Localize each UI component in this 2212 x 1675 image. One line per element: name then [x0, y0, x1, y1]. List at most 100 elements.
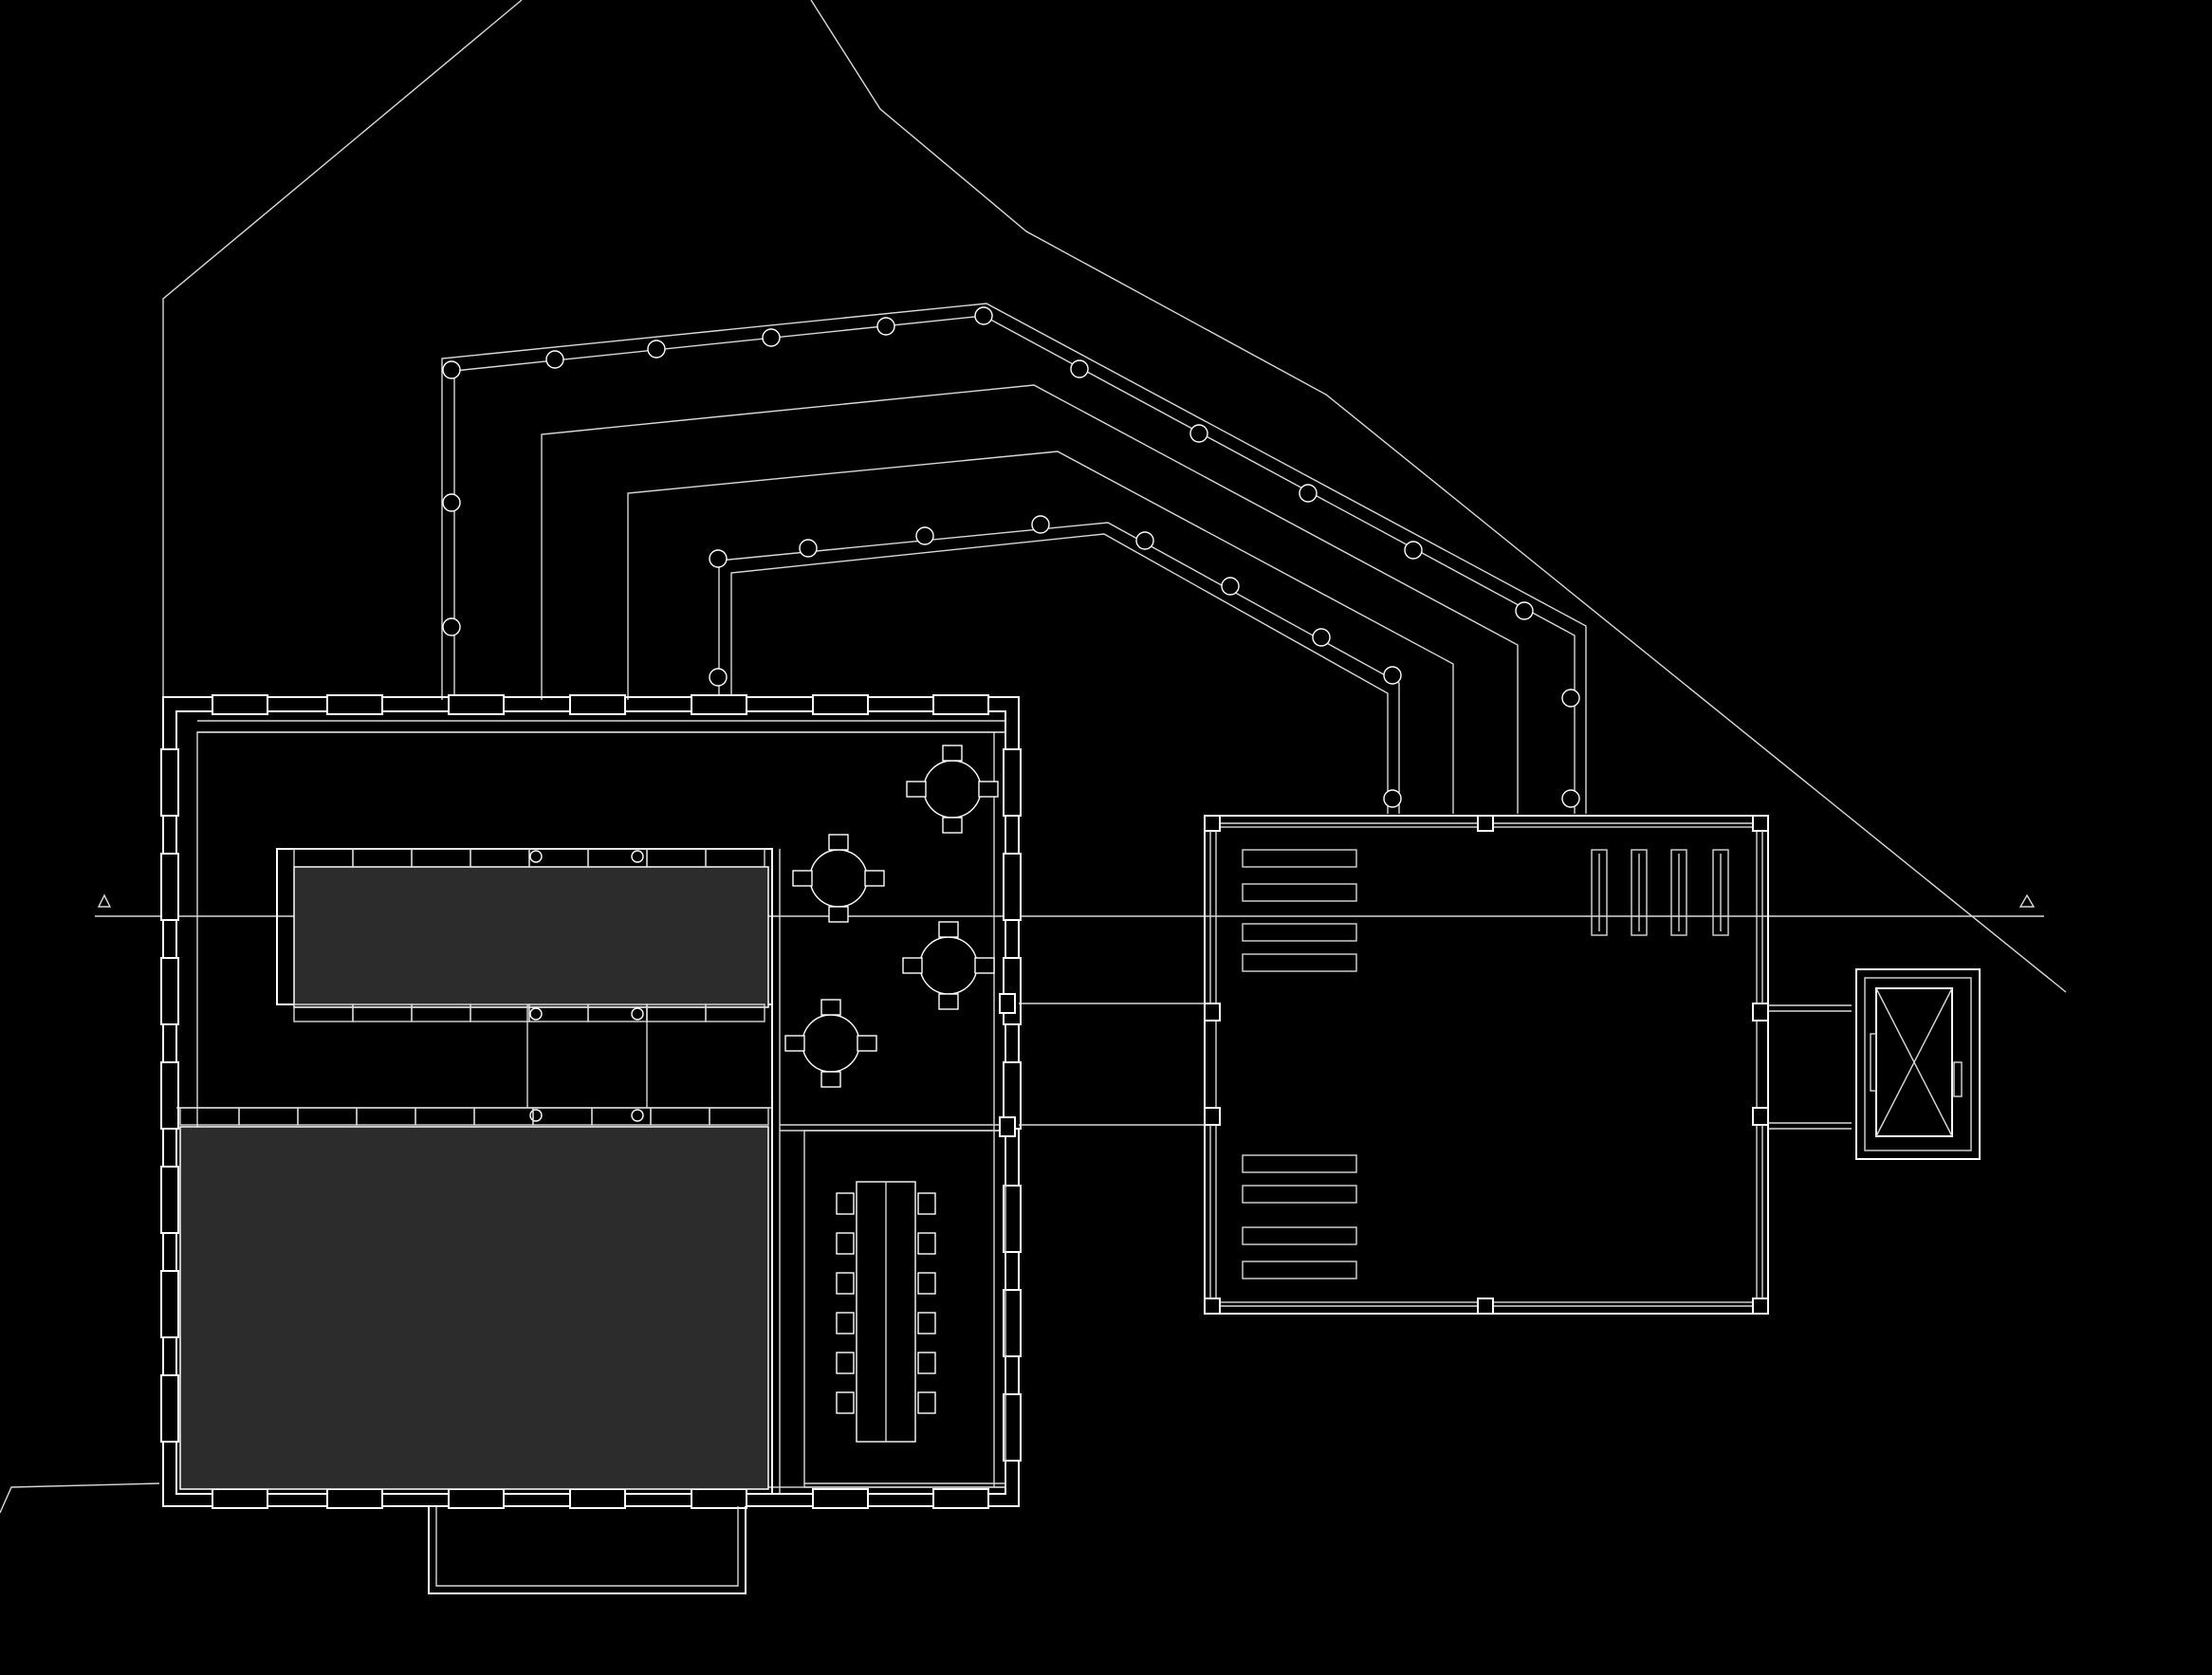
wall-pier	[448, 694, 505, 715]
chair	[902, 957, 923, 974]
pergola-post	[1189, 424, 1208, 443]
wall-pier	[812, 1488, 869, 1509]
bench	[1242, 883, 1357, 902]
pergola-post	[915, 526, 934, 545]
bench	[1242, 923, 1357, 942]
chair	[820, 1071, 841, 1088]
chair	[792, 870, 813, 887]
pergola-post	[1561, 789, 1580, 808]
chair	[917, 1232, 936, 1255]
chair	[828, 906, 849, 923]
wall-pier	[812, 694, 869, 715]
wall-pier	[932, 1488, 989, 1509]
chair	[942, 745, 963, 762]
middle-row-cells	[179, 1107, 769, 1126]
round-tables	[784, 745, 999, 1088]
chair	[974, 957, 995, 974]
wall-pier	[160, 853, 179, 921]
chair	[942, 817, 963, 834]
wall-piers-top	[212, 694, 989, 715]
upper-block-cells-top	[293, 848, 765, 868]
pergola-post	[1299, 484, 1318, 503]
chair	[857, 1035, 877, 1052]
chair	[938, 993, 959, 1010]
section-marker-right	[2018, 893, 2036, 908]
wall-pier	[569, 1488, 626, 1509]
round-table	[802, 1014, 860, 1073]
pergola-post	[1383, 789, 1402, 808]
wall-pier	[691, 1488, 747, 1509]
rack	[1670, 849, 1687, 936]
pergola-post	[1383, 666, 1402, 685]
chair	[836, 1312, 855, 1334]
pavilion	[1204, 815, 1769, 1315]
benches	[1242, 849, 1357, 1279]
wall-pier	[212, 694, 268, 715]
pergola-post	[1135, 531, 1154, 550]
pergola-post	[762, 328, 781, 347]
wall-pier	[160, 1061, 179, 1130]
chair	[864, 870, 885, 887]
pergola-post	[709, 549, 728, 568]
pergola-post	[1031, 515, 1050, 534]
chair	[906, 781, 927, 798]
lower-solid-block	[179, 1126, 769, 1490]
chair	[820, 999, 841, 1016]
wall-pier	[569, 694, 626, 715]
bench	[1242, 849, 1357, 868]
wall-piers-bottom	[212, 1488, 989, 1509]
small-outbuilding	[1855, 968, 1981, 1160]
pergola-post	[1561, 689, 1580, 708]
wall-pier	[1003, 853, 1022, 921]
rack	[1591, 849, 1608, 936]
wall-pier	[326, 694, 383, 715]
wall-pier	[448, 1488, 505, 1509]
section-marker-left	[97, 893, 112, 908]
rack	[1712, 849, 1729, 936]
chair	[917, 1312, 936, 1334]
connectors	[999, 993, 1852, 1137]
chair	[828, 834, 849, 851]
chair	[836, 1352, 855, 1374]
rack	[1631, 849, 1648, 936]
pergola-post	[876, 317, 895, 336]
chair	[978, 781, 999, 798]
chair	[917, 1352, 936, 1374]
wall-pier	[160, 1270, 179, 1338]
pergola-posts	[442, 306, 1580, 808]
wall-pier	[1003, 1185, 1022, 1253]
pergola-post	[442, 617, 461, 636]
wall-pier	[160, 957, 179, 1025]
wall-pier	[1003, 748, 1022, 817]
chair	[784, 1035, 805, 1052]
pergola-post	[647, 340, 666, 359]
chair	[917, 1391, 936, 1414]
bench	[1242, 1154, 1357, 1173]
wall-pier	[1003, 1289, 1022, 1357]
wall-pier	[1003, 1393, 1022, 1462]
round-table	[809, 849, 868, 908]
pergola-post	[1312, 628, 1331, 647]
pergola-post	[1221, 577, 1240, 596]
pergola-post	[442, 360, 461, 379]
wall-piers-right	[1003, 748, 1022, 1462]
chair	[836, 1391, 855, 1414]
bench	[1242, 953, 1357, 972]
wall-pier	[326, 1488, 383, 1509]
wall-pier	[160, 1166, 179, 1234]
main-building	[160, 694, 1022, 1594]
round-table	[923, 760, 982, 819]
upper-block-cells-bottom	[293, 1003, 765, 1122]
pergola-walkway	[441, 303, 1587, 814]
pergola-post	[442, 493, 461, 512]
chair	[938, 921, 959, 938]
chair	[836, 1272, 855, 1295]
racks	[1591, 849, 1729, 936]
wall-piers-left	[160, 748, 179, 1443]
bench	[1242, 1185, 1357, 1204]
pergola-post	[1515, 601, 1534, 620]
bench	[1242, 1226, 1357, 1245]
pergola-post	[545, 350, 564, 369]
round-table	[919, 936, 978, 995]
